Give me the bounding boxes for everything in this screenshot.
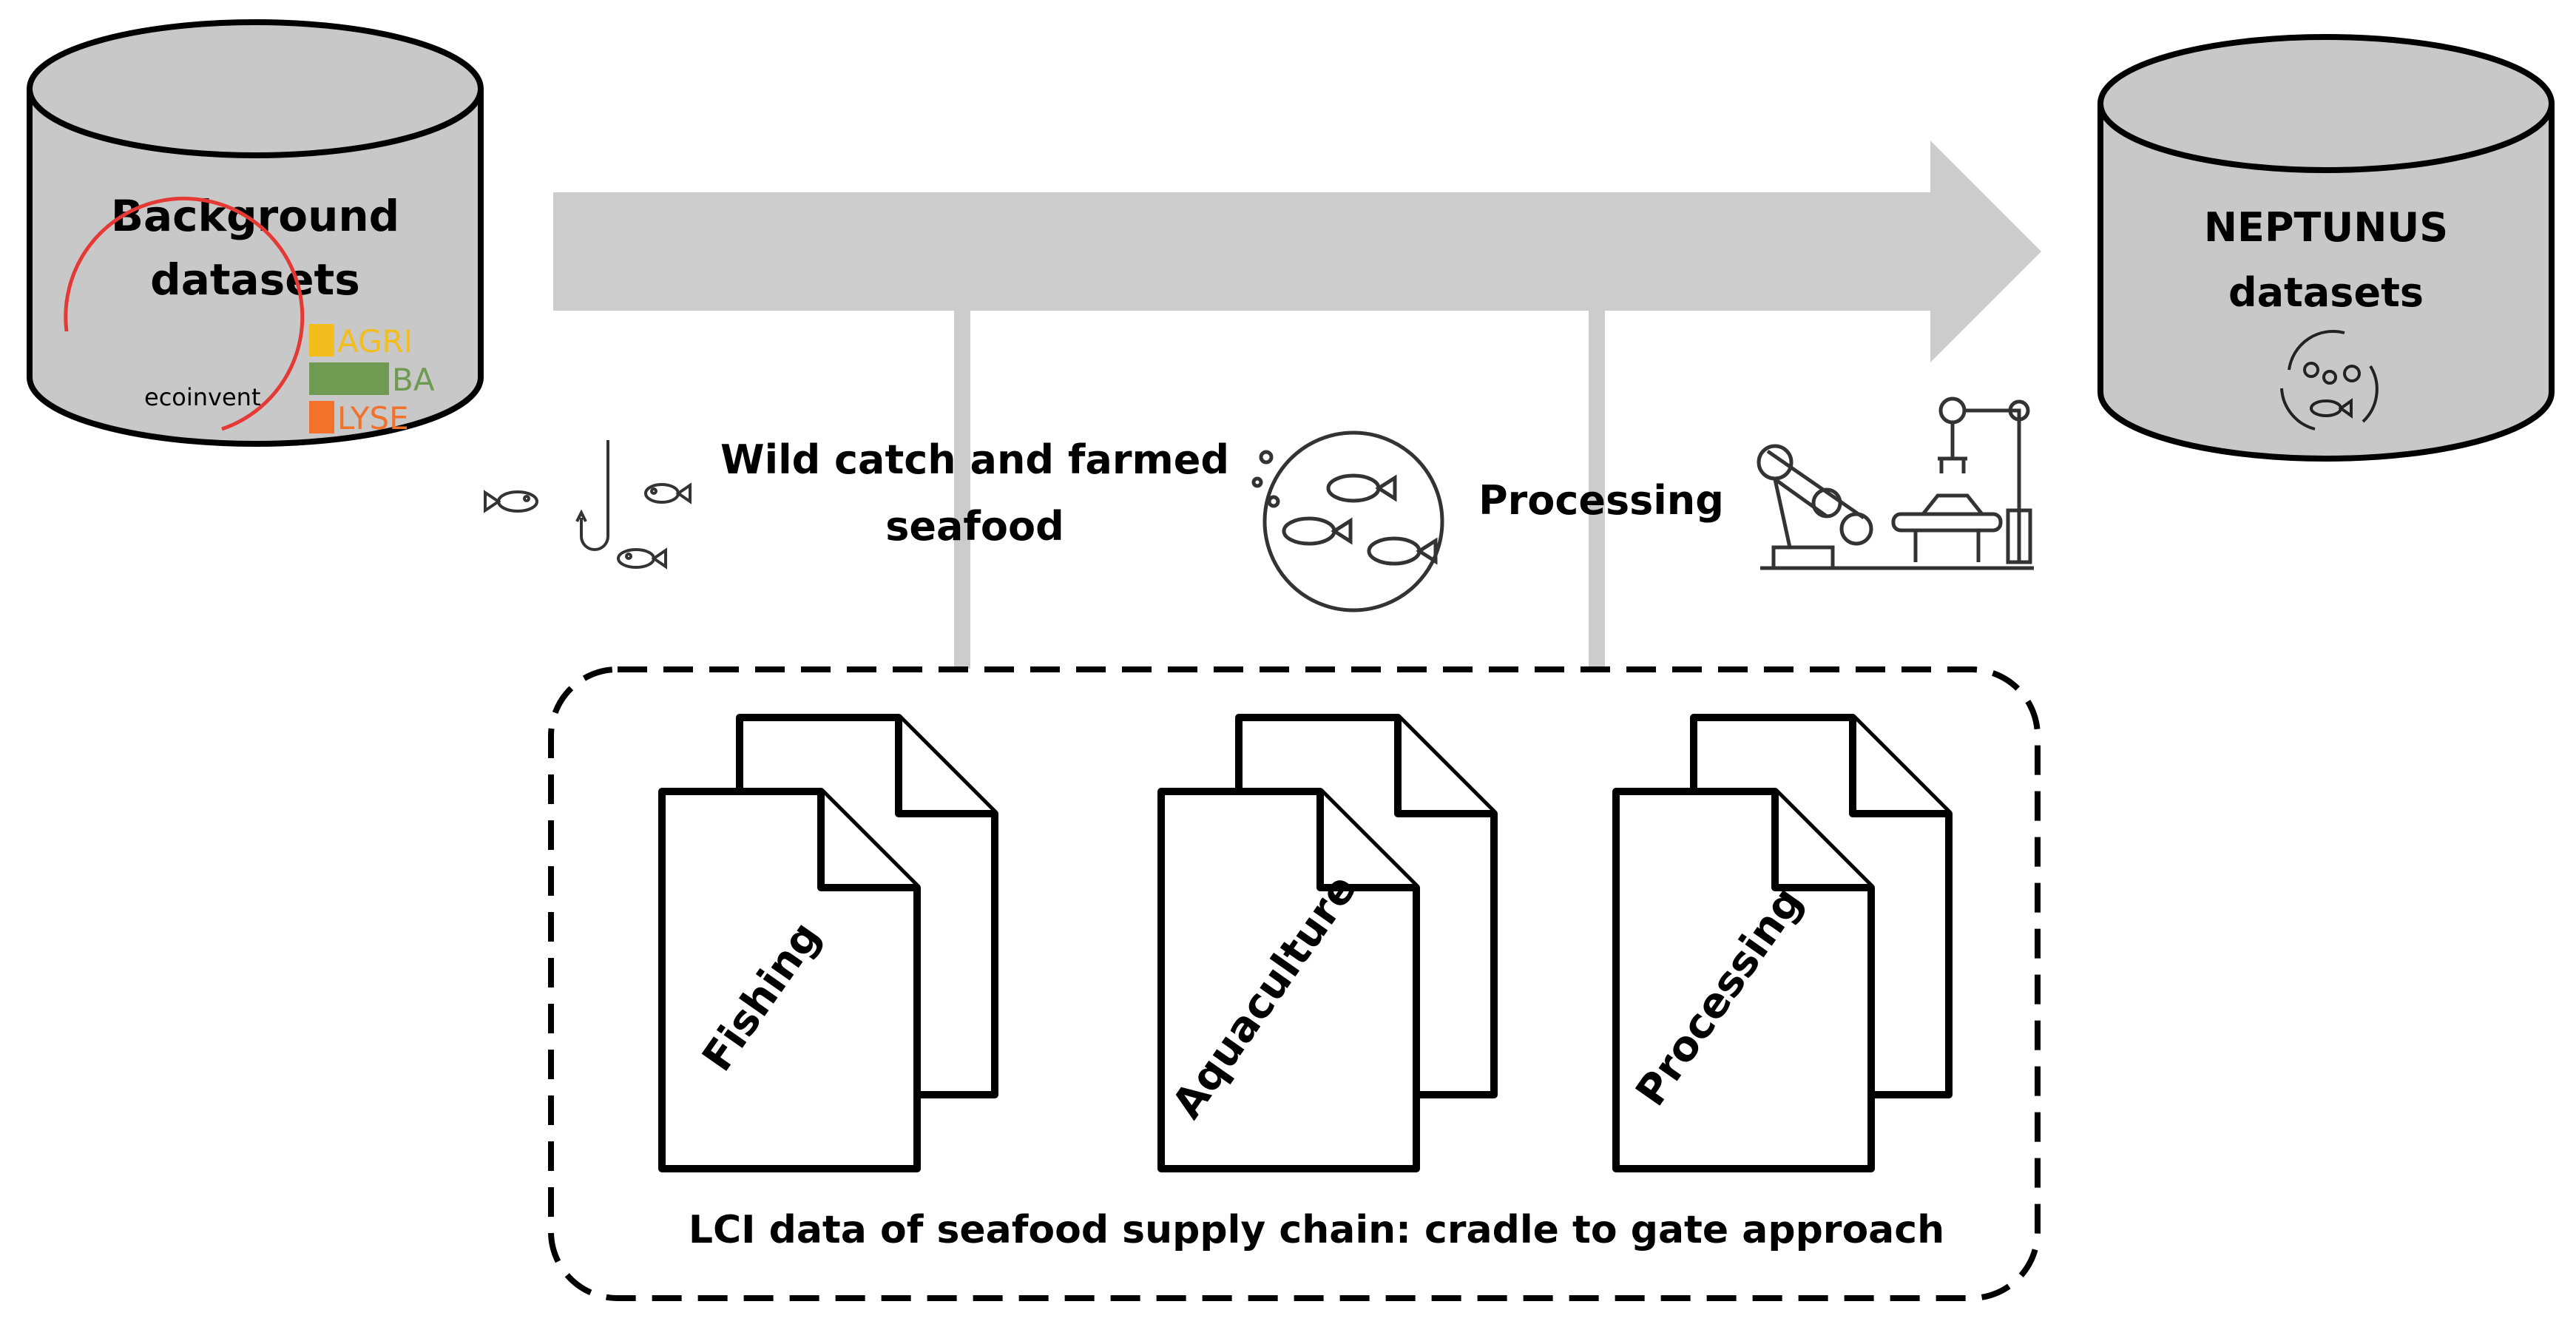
agribalyse-ba-text: BA — [392, 362, 435, 398]
neptunus-datasets-cylinder: NEPTUNUS datasets — [2097, 34, 2555, 462]
seafood-cycle-icon — [2280, 330, 2379, 430]
fish-farm-icon — [1251, 430, 1444, 612]
background-datasets-title-line2: datasets — [150, 254, 360, 305]
agribalyse-lyse-text: LYSE — [337, 400, 409, 436]
agribalyse-logo: AGRI BA LYSE — [309, 323, 435, 436]
agribalyse-bar-lyse — [309, 401, 334, 433]
ecoinvent-arc — [64, 196, 305, 431]
background-datasets-title-line1: Background — [111, 191, 399, 241]
background-datasets-cylinder: Background datasets ecoinvent AGRI BA LY… — [27, 19, 484, 447]
document-stack-aquaculture: Aquaculture — [1157, 714, 1498, 1172]
lci-data-container — [548, 666, 2041, 1301]
agribalyse-agri-text: AGRI — [337, 323, 413, 359]
lci-box-caption: LCI data of seafood supply chain: cradle… — [689, 1208, 1944, 1252]
flow-arrow — [553, 141, 2041, 362]
agribalyse-bar-ba — [309, 362, 389, 395]
document-stack-fishing: Fishing — [658, 714, 998, 1172]
wild-catch-label-line2: seafood — [885, 503, 1064, 550]
neptunus-datasets-title-line2: datasets — [2228, 269, 2424, 316]
neptunus-datasets-title-line1: NEPTUNUS — [2204, 204, 2448, 251]
processing-machinery-icon — [1757, 396, 2034, 570]
wild-catch-label-line1: Wild catch and farmed — [720, 436, 1229, 483]
agribalyse-bar-agri — [309, 324, 334, 357]
ecoinvent-logo: ecoinvent — [64, 196, 305, 431]
flow-arrow-shape — [553, 141, 2041, 362]
fish-hook-icon — [484, 440, 692, 570]
ecoinvent-logo-text: ecoinvent — [144, 383, 260, 411]
connector-line-left — [954, 309, 970, 669]
document-stack-processing: Processing — [1612, 714, 1953, 1172]
connector-line-right — [1589, 309, 1605, 669]
processing-stage-label: Processing — [1478, 477, 1724, 524]
